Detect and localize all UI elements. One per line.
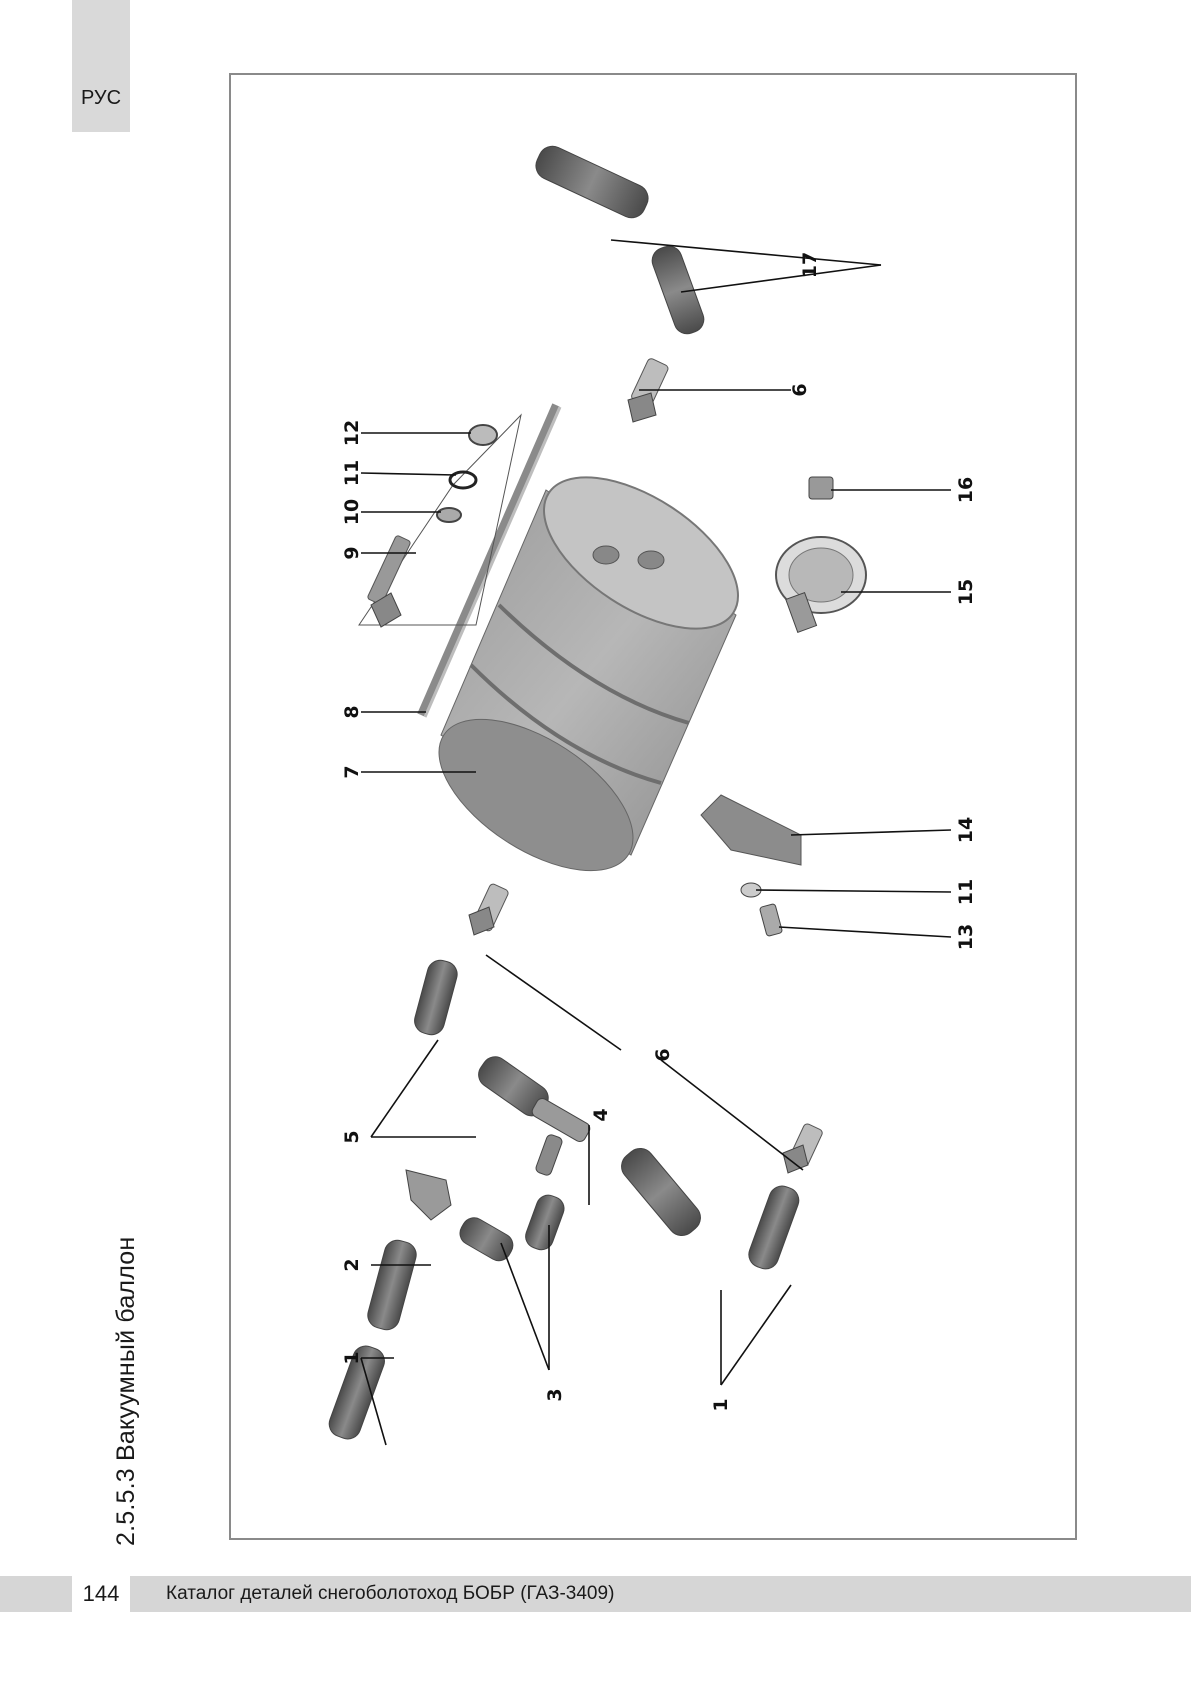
vacuum-sensor	[775, 536, 867, 633]
fitting-middle	[468, 883, 509, 936]
hoses-3	[459, 1194, 565, 1262]
callout-17: 17	[799, 252, 821, 278]
callout-5: 5	[341, 1130, 363, 1143]
callout-labels: 1 2 3 4 5 6 7 8 9 10 11 12 13 14 15 16 1…	[341, 252, 977, 1412]
callout-14: 14	[955, 817, 977, 843]
hoses-1	[328, 1147, 800, 1440]
fitting-top	[627, 358, 669, 423]
exploded-diagram: 1 2 3 4 5 6 7 8 9 10 11 12 13 14 15 16 1…	[328, 145, 977, 1446]
callout-11: 11	[341, 460, 363, 486]
footer-bar	[0, 1576, 1191, 1612]
hoses-5	[414, 959, 549, 1117]
callout-6-lower: 6	[652, 1048, 674, 1061]
callout-1: 1	[341, 1351, 363, 1364]
language-tab[interactable]: РУС	[72, 0, 130, 132]
page-number: 144	[72, 1576, 130, 1612]
catalog-title: Каталог деталей снегоболотоход БОБР (ГАЗ…	[166, 1583, 615, 1604]
callout-6: 6	[789, 383, 811, 396]
callout-12: 12	[341, 420, 363, 446]
language-tab-label: РУС	[80, 87, 122, 109]
tank-strap	[417, 403, 562, 718]
callout-10: 10	[341, 499, 363, 525]
section-title: 2.5.5.3 Вакуумный баллон	[112, 1236, 140, 1546]
callout-8: 8	[341, 705, 363, 718]
tee-fitting	[531, 1098, 591, 1176]
callout-4: 4	[590, 1108, 612, 1121]
callout-9: 9	[341, 546, 363, 559]
callout-11-lower: 11	[955, 879, 977, 905]
hose-17	[535, 145, 705, 335]
callout-2: 2	[341, 1258, 363, 1271]
plug	[808, 476, 834, 500]
exploded-diagram-frame: 1 2 3 4 5 6 7 8 9 10 11 12 13 14 15 16 1…	[229, 73, 1077, 1540]
bolt-kit	[358, 413, 522, 628]
callout-7: 7	[341, 765, 363, 778]
fitting-bottom	[782, 1123, 823, 1174]
callout-1-lower: 1	[710, 1398, 732, 1411]
callout-16: 16	[955, 477, 977, 503]
bracket	[700, 794, 802, 937]
callout-15: 15	[955, 579, 977, 605]
vacuum-tank	[438, 476, 739, 872]
elbow-fitting	[405, 1169, 452, 1221]
callout-3: 3	[544, 1388, 566, 1401]
callout-13: 13	[955, 924, 977, 950]
leader-lines	[360, 239, 952, 1446]
